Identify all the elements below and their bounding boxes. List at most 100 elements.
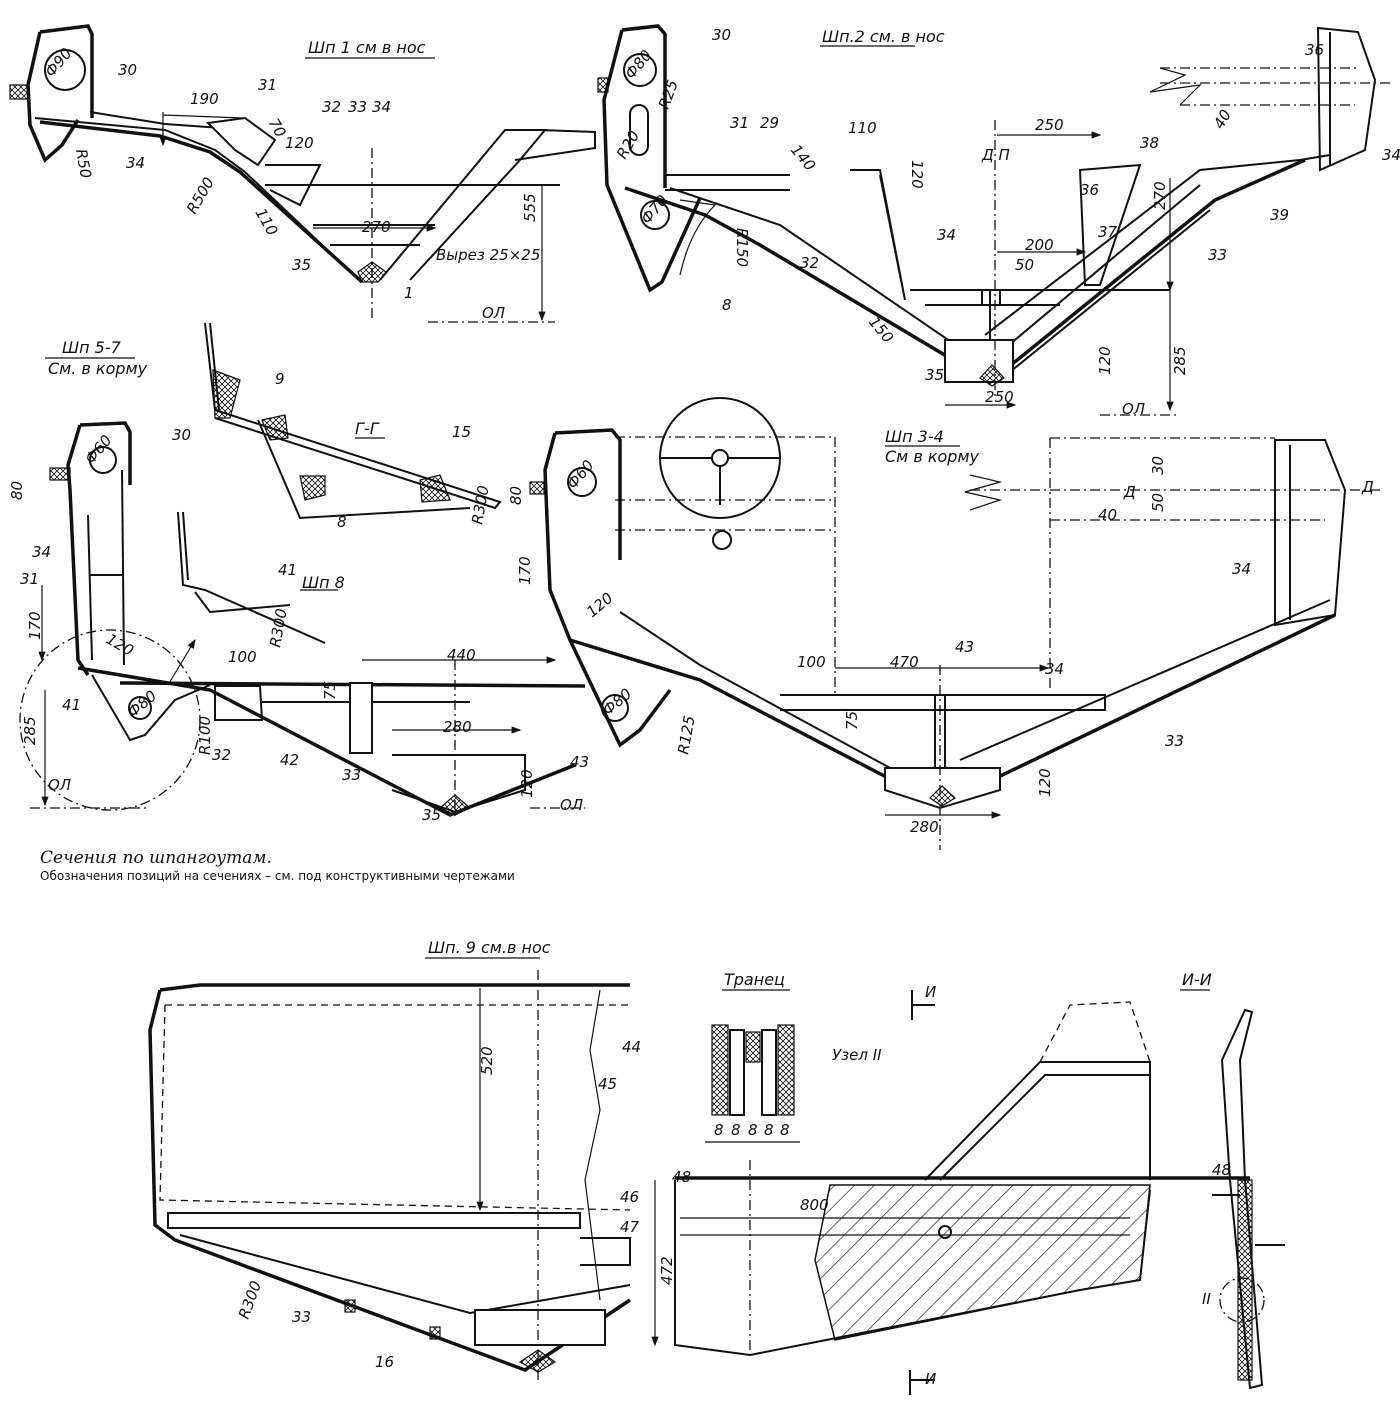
fin — [924, 1061, 1151, 1181]
callout-label-shp2: 39 — [1270, 206, 1289, 224]
callout-label-shp57: 43 — [570, 753, 589, 771]
frame-33 — [984, 154, 1331, 381]
section-title-shp1: Шп 1 см в нос — [308, 38, 426, 57]
plate — [204, 322, 502, 510]
section-arrow-bottom — [909, 1370, 935, 1395]
bulwark-panel-30 — [66, 421, 132, 676]
callout-label-transom: 472 — [658, 1256, 676, 1285]
callout-label-shp8: 41 — [278, 561, 297, 579]
gunwale-block — [49, 467, 71, 481]
callout-label-shp34: 80 — [507, 486, 525, 505]
knee-41 — [194, 591, 291, 614]
callout-label-shp57: 440 — [447, 646, 476, 664]
plank-stack — [1237, 1179, 1253, 1381]
callout-label-transom: И — [925, 983, 936, 1001]
callout-label-shp34: 33 — [1165, 732, 1184, 750]
stem-43 — [934, 695, 946, 768]
callout-label-shp34: 470 — [890, 653, 919, 671]
callout-label-shp2: 200 — [1025, 236, 1054, 254]
steering-spokes — [660, 457, 780, 505]
section-frame-1 — [9, 24, 596, 323]
keel-block — [979, 364, 1005, 387]
callout-label-shp57: 100 — [228, 648, 257, 666]
callout-label-shp34: 40 — [1098, 506, 1117, 524]
caption-note: Обозначения позиций на сечениях – см. по… — [40, 869, 515, 883]
callout-label-shp1: 30 — [118, 61, 137, 79]
callout-label-shp2: 150 — [865, 313, 897, 347]
arrow-to-detail — [167, 638, 196, 686]
floor-35 — [944, 339, 1014, 383]
callout-label-shp2: 285 — [1171, 346, 1189, 375]
knee-fill — [679, 199, 717, 276]
floor-block — [474, 1309, 606, 1346]
side — [177, 511, 326, 644]
lightening-hole-90 — [44, 49, 86, 91]
callout-label-shp34: 43 — [955, 638, 974, 656]
bottom-plating — [39, 120, 364, 284]
dashboard-frame — [615, 436, 836, 695]
callout-label-shp1: 190 — [190, 90, 219, 108]
break-line — [964, 474, 1003, 511]
callout-label-shp34: R125 — [674, 714, 699, 756]
callout-label-shp2: 120 — [1096, 346, 1114, 375]
callout-label-transom: 8 — [731, 1121, 741, 1139]
callout-label-shp2: Д П — [981, 146, 1010, 164]
side-panel-36 — [1316, 26, 1377, 172]
callout-label-shp9: 47 — [620, 1218, 640, 1236]
callout-label-shp57: 80 — [8, 481, 26, 500]
callout-label-shp57: 285 — [21, 716, 39, 745]
callout-label-transom: 8 — [714, 1121, 724, 1139]
callout-label-transom: 8 — [748, 1121, 758, 1139]
post-42 — [349, 682, 373, 754]
frame-31 — [205, 116, 277, 167]
steering-gear — [712, 530, 732, 550]
callout-label-shp57: 41 — [62, 696, 81, 714]
caption-title: Сечения по шпангоутам. — [40, 848, 272, 868]
callout-label-shp1: 270 — [362, 218, 391, 236]
callout-label-gg: 8 — [337, 513, 347, 531]
callout-label-shp1: 34 — [126, 154, 145, 172]
frame — [257, 419, 471, 520]
inner-frame — [669, 169, 1201, 367]
callout-label-gg: 9 — [275, 370, 285, 388]
callout-label-shp2: 30 — [712, 26, 731, 44]
dim-190 — [163, 112, 244, 145]
transom-profile — [1220, 1008, 1264, 1390]
side-panel — [1274, 439, 1347, 627]
callout-label-transom: Узел II — [832, 1046, 882, 1064]
callout-label-shp2: 250 — [985, 388, 1014, 406]
callout-label-shp9: 520 — [478, 1046, 496, 1075]
callout-label-shp9: 33 — [292, 1308, 311, 1326]
callout-label-transom: 8 — [764, 1121, 774, 1139]
callout-label-shp2: 33 — [1208, 246, 1227, 264]
callout-label-shp2: 36 — [1305, 41, 1324, 59]
callout-label-shp34: 100 — [797, 653, 826, 671]
callout-label-shp2: 40 — [1210, 106, 1235, 132]
callout-label-shp1: R500 — [183, 174, 218, 217]
detail-circle — [1219, 1277, 1265, 1323]
frame-33 — [179, 1234, 631, 1315]
block-15 — [419, 474, 451, 503]
frame-32 — [214, 685, 470, 721]
callout-label-shp57: 170 — [26, 611, 44, 640]
callout-label-shp57: R100 — [196, 716, 214, 755]
callout-label-shp34: 50 — [1149, 493, 1167, 512]
section-title-shp9: Шп. 9 см.в нос — [428, 938, 551, 957]
callout-label-shp57: 34 — [32, 543, 51, 561]
callout-label-shp57: 120 — [103, 630, 137, 660]
callout-label-shp9: 45 — [598, 1075, 617, 1093]
callout-label-shp1: 34 — [372, 98, 391, 116]
callout-label-shp2: 140 — [787, 141, 819, 175]
bottom-plating — [624, 158, 1306, 385]
section-frame-9 — [148, 957, 631, 1380]
lightening-hole-60 — [89, 446, 117, 474]
callout-label-shp57: 33 — [342, 766, 361, 784]
callout-label-shp2: 31 — [730, 114, 749, 132]
lightening-hole-60 — [567, 467, 597, 497]
floor-35 — [313, 224, 435, 246]
callout-label-shp34: 170 — [516, 556, 534, 585]
callout-label-shp57: Ф80 — [124, 687, 160, 721]
callout-label-shp57: ОЛ — [48, 776, 71, 794]
callout-label-shp1: 35 — [292, 256, 311, 274]
cut-40 — [970, 437, 1380, 690]
